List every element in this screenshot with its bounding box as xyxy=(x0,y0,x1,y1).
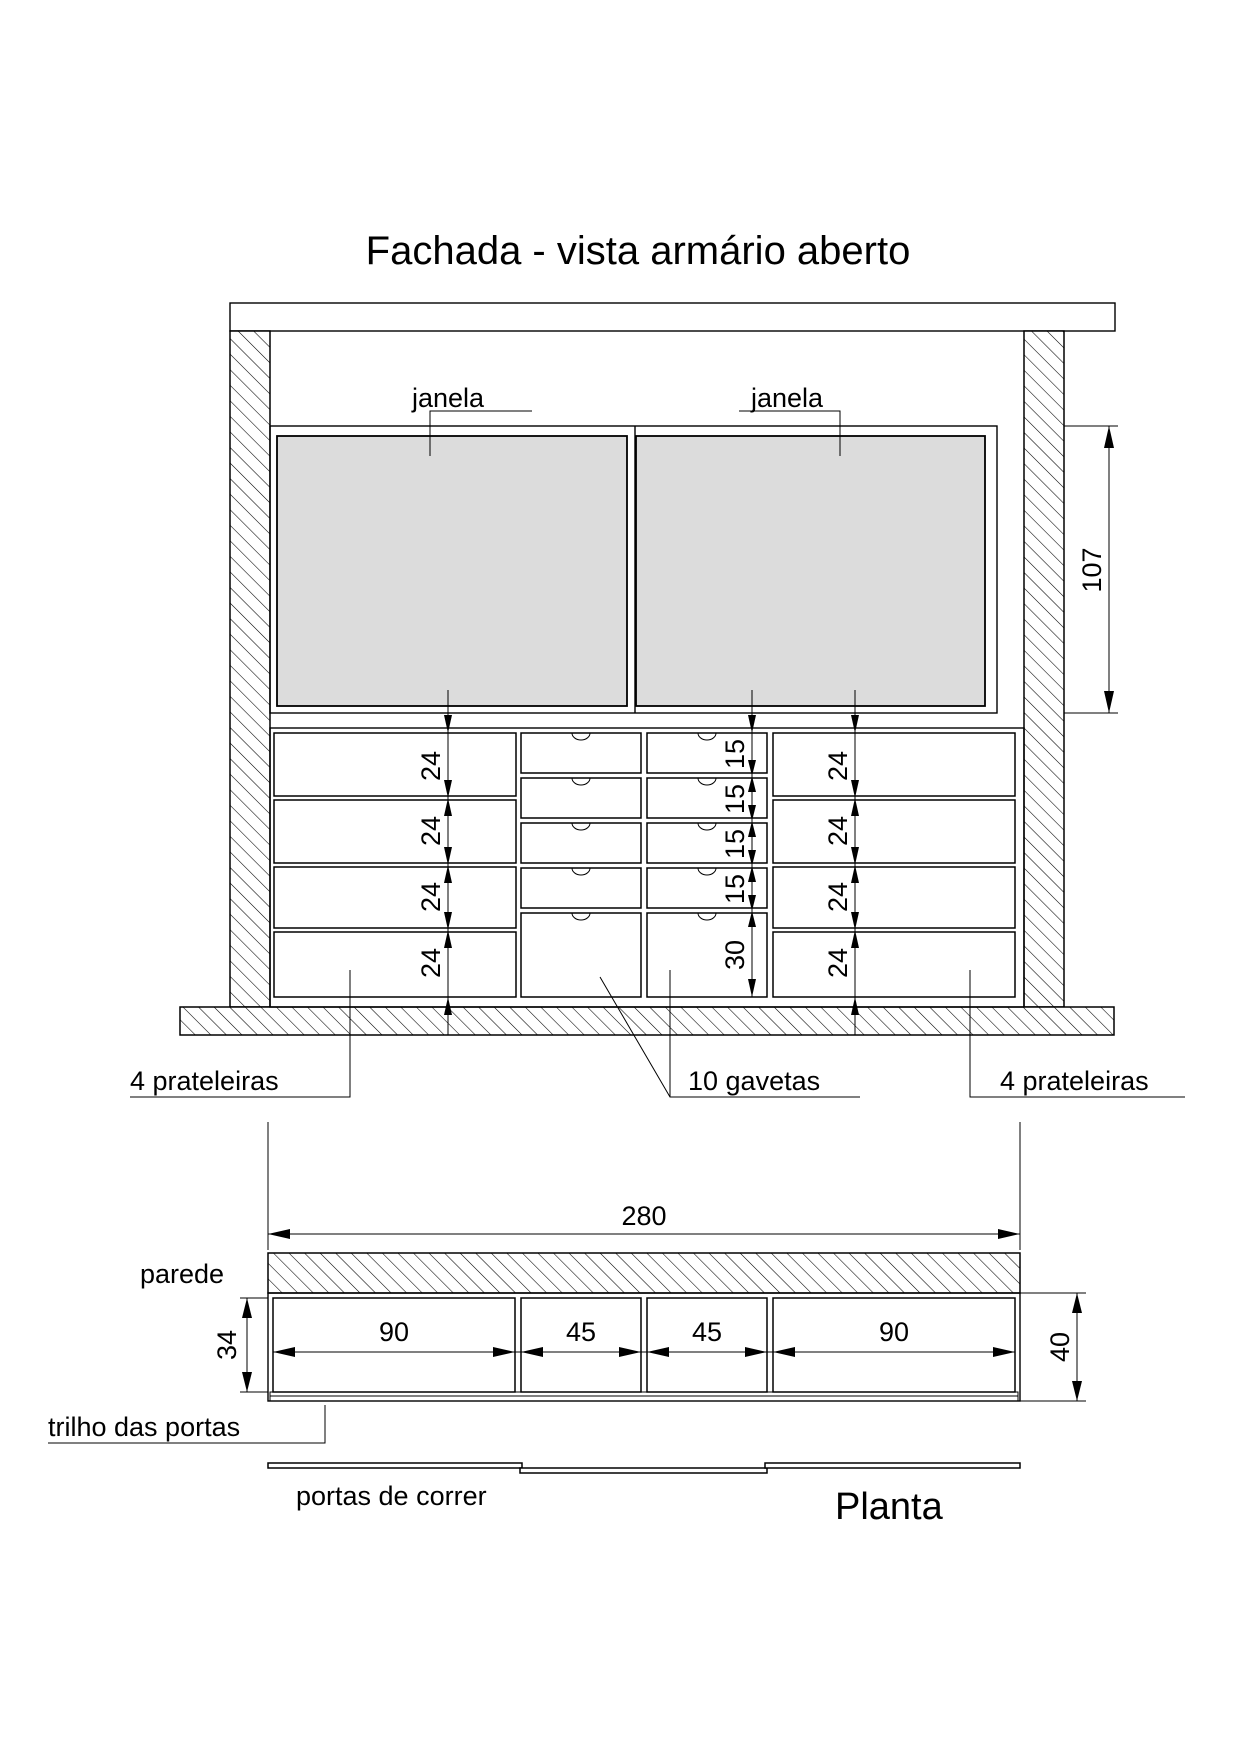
dim-shelf-right-4: 24 xyxy=(823,948,853,978)
drawer-handle xyxy=(697,822,717,831)
drawer xyxy=(520,912,642,998)
drawer-handle xyxy=(571,822,591,831)
label-shelves-left: 4 prateleiras xyxy=(130,1066,279,1096)
drawer-handle xyxy=(571,777,591,786)
plan-view: 280 parede 90 45 45 90 xyxy=(48,1122,1086,1528)
plan-module xyxy=(772,1297,1016,1393)
dim-shelf-left-3: 24 xyxy=(416,882,446,912)
drawer-handle xyxy=(571,732,591,741)
left-shelf-dimensions: 24 24 24 24 xyxy=(416,690,452,1035)
drawer-handle xyxy=(697,912,717,921)
dim-module-2: 45 xyxy=(566,1317,596,1347)
dim-inner-depth: 34 xyxy=(212,1330,242,1360)
drawer xyxy=(520,867,642,909)
sliding-door xyxy=(267,1462,523,1469)
label-shelves-right: 4 prateleiras xyxy=(1000,1066,1149,1096)
dim-drawer-3: 15 xyxy=(720,829,750,859)
right-shelves xyxy=(772,732,1016,998)
inner-depth-dimension: 34 xyxy=(212,1297,268,1393)
window-glass-right xyxy=(635,435,986,707)
dim-shelf-left-2: 24 xyxy=(416,816,446,846)
dim-drawer-4: 15 xyxy=(720,874,750,904)
cabinet-body xyxy=(269,727,1025,1008)
left-shelves xyxy=(273,732,517,998)
total-width-dimension: 280 xyxy=(267,1122,1021,1250)
dim-shelf-left-1: 24 xyxy=(416,751,446,781)
left-shelf-compartment xyxy=(273,732,517,797)
dim-module-4: 90 xyxy=(879,1317,909,1347)
drawer xyxy=(520,822,642,864)
dim-total-width: 280 xyxy=(621,1201,666,1231)
dim-module-1: 90 xyxy=(379,1317,409,1347)
drawer-dimensions: 15 15 15 15 30 xyxy=(720,690,756,997)
label-doors: portas de correr xyxy=(296,1481,487,1511)
drawer-handle xyxy=(697,732,717,741)
left-wall xyxy=(229,330,271,1008)
plan-wall xyxy=(267,1252,1021,1294)
ceiling-beam xyxy=(229,302,1116,332)
dim-drawer-1: 15 xyxy=(720,739,750,769)
drawer-handle xyxy=(697,777,717,786)
right-shelf-compartment xyxy=(772,732,1016,797)
window-height-dimension: 107 xyxy=(1064,425,1118,714)
drawer-handle xyxy=(571,912,591,921)
right-shelf-dimensions: 24 24 24 24 xyxy=(823,690,859,1035)
drawer xyxy=(520,777,642,819)
right-wall xyxy=(1023,330,1065,1008)
plan-module xyxy=(272,1297,516,1393)
floor-slab xyxy=(179,1006,1115,1036)
left-shelf-compartment xyxy=(273,799,517,864)
drawer-handle xyxy=(571,867,591,876)
right-shelf-compartment xyxy=(772,799,1016,864)
dim-shelf-right-1: 24 xyxy=(823,751,853,781)
left-shelf-compartment xyxy=(273,931,517,998)
sliding-door xyxy=(764,1462,1021,1469)
drawer xyxy=(520,732,642,774)
dim-module-3: 45 xyxy=(692,1317,722,1347)
dim-drawer-2: 15 xyxy=(720,784,750,814)
label-wall: parede xyxy=(140,1259,224,1289)
plan-module xyxy=(520,1297,642,1393)
label-rail: trilho das portas xyxy=(48,1412,240,1442)
dim-shelf-right-2: 24 xyxy=(823,816,853,846)
dim-outer-depth: 40 xyxy=(1045,1332,1075,1362)
window-label-right: janela xyxy=(750,383,824,413)
drawers xyxy=(520,732,768,998)
sliding-door xyxy=(519,1467,768,1474)
right-shelf-compartment xyxy=(772,931,1016,998)
outer-depth-dimension: 40 xyxy=(1020,1292,1086,1402)
drawer-handle xyxy=(697,867,717,876)
window-label-left: janela xyxy=(411,383,485,413)
module-width-dimensions: 90 45 45 90 xyxy=(273,1317,1015,1357)
window-glass-left xyxy=(276,435,628,707)
elevation-view: Fachada - vista armário aberto janela ja… xyxy=(130,229,1185,1098)
dim-shelf-right-3: 24 xyxy=(823,882,853,912)
dim-window-height: 107 xyxy=(1077,547,1107,592)
label-drawers: 10 gavetas xyxy=(688,1066,820,1096)
left-shelf-compartment xyxy=(273,866,517,929)
drawer xyxy=(646,912,768,998)
window-frame xyxy=(269,425,998,714)
sliding-doors xyxy=(267,1462,1021,1474)
dim-shelf-left-4: 24 xyxy=(416,948,446,978)
elevation-title: Fachada - vista armário aberto xyxy=(366,229,911,273)
plan-title: Planta xyxy=(835,1486,944,1528)
right-shelf-compartment xyxy=(772,866,1016,929)
dim-drawer-large: 30 xyxy=(720,940,750,970)
